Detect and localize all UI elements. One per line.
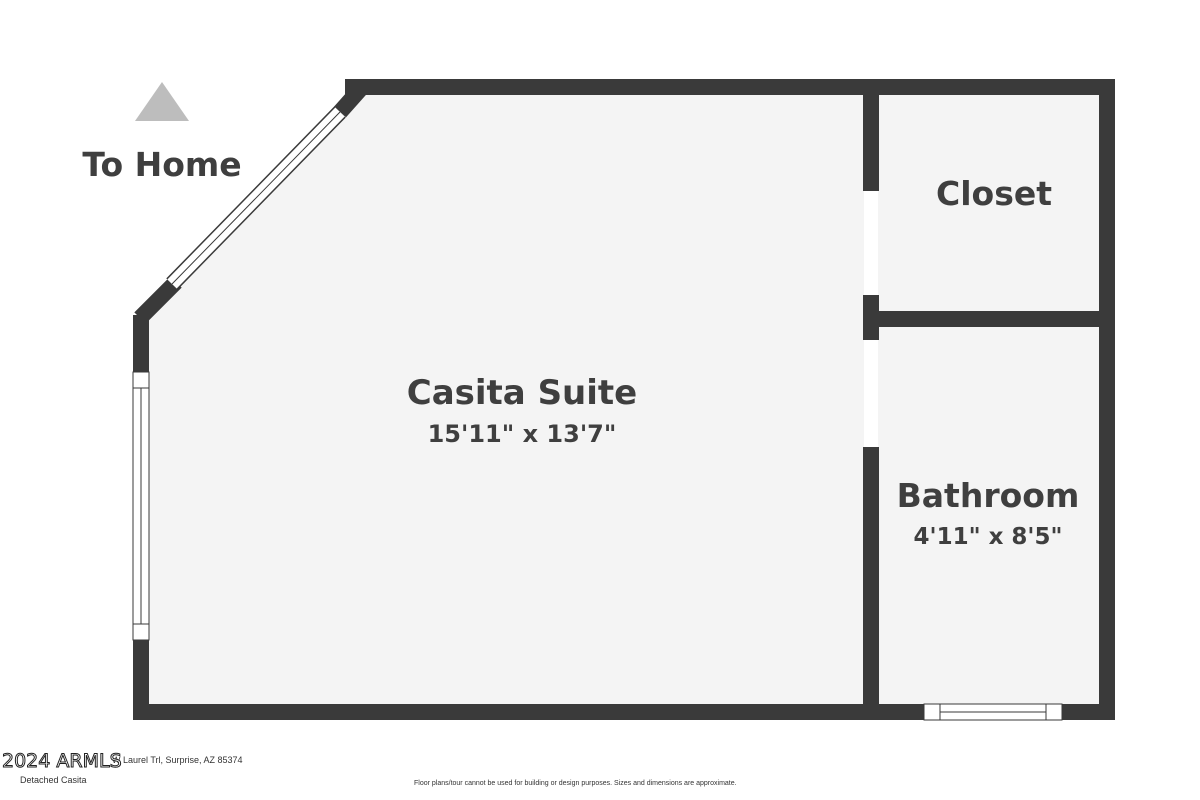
- left-window: [132, 371, 150, 641]
- casita-suite-dims: 15'11" x 13'7": [428, 420, 617, 448]
- closet-bathroom-wall: [863, 311, 1107, 327]
- diagonal-wall-bottom: [134, 276, 182, 324]
- triangle-up-icon: [135, 82, 189, 121]
- closet-name: Closet: [936, 174, 1052, 213]
- bathroom-name: Bathroom: [897, 476, 1080, 515]
- door-openings: [864, 191, 878, 447]
- bathroom-door-opening: [864, 340, 878, 447]
- orientation-label: To Home: [82, 145, 241, 184]
- diagonal-window: [166, 106, 346, 290]
- closet-door-opening: [864, 191, 878, 295]
- watermark: 2024 ARMLS: [2, 750, 123, 773]
- diagonal-wall-top: [334, 79, 370, 118]
- bottom-window: [923, 703, 1063, 721]
- footer-address: W Laurel Trl, Surprise, AZ 85374: [112, 755, 243, 765]
- bathroom-dims: 4'11" x 8'5": [914, 524, 1063, 550]
- footer-disclaimer: Floor plans/tour cannot be used for buil…: [414, 780, 737, 787]
- footer-building: Detached Casita: [20, 775, 87, 785]
- interior-vertical-wall: [863, 87, 879, 712]
- casita-suite-name: Casita Suite: [407, 373, 637, 413]
